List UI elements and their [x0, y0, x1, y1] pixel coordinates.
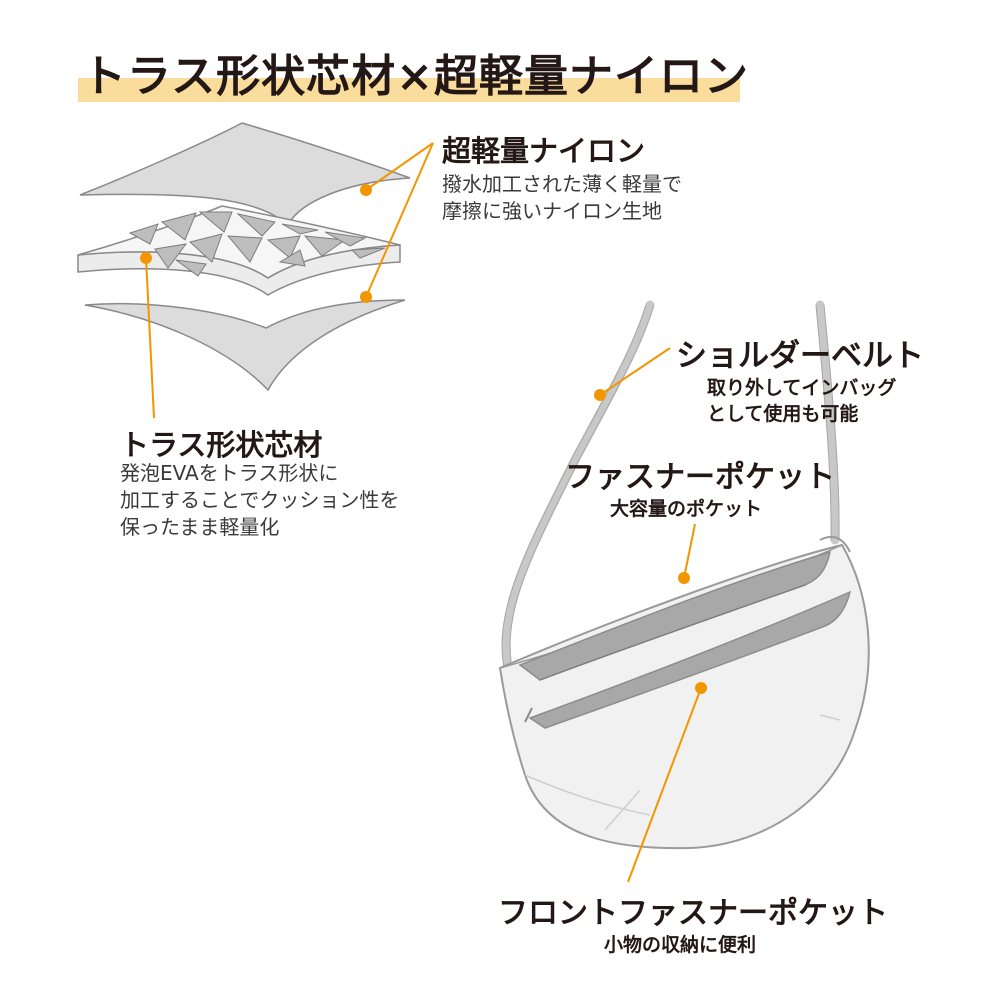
page-title: トラス形状芯材×超軽量ナイロン	[82, 51, 749, 102]
truss-core-layer	[77, 205, 401, 296]
shoulder-desc-line-1: 取り外してインバッグ	[707, 377, 897, 399]
nylon-desc-line-1: 撥水加工された薄く軽量で	[442, 172, 682, 196]
truss-heading: トラス形状芯材	[120, 428, 323, 462]
nylon-heading: 超軽量ナイロン	[442, 134, 646, 168]
marker-dot	[360, 291, 372, 303]
title-highlight	[78, 78, 740, 102]
nylon-desc-line-2: 摩擦に強いナイロン生地	[442, 199, 662, 223]
title-block: トラス形状芯材×超軽量ナイロン	[78, 38, 748, 102]
shoulder-heading: ショルダーベルト	[676, 338, 924, 374]
front-pocket-desc: 小物の収納に便利	[604, 934, 757, 956]
marker-dot	[594, 389, 606, 401]
front-pocket-heading: フロントファスナーポケット	[498, 896, 888, 931]
nylon-layer-top	[79, 122, 411, 227]
marker-dot	[678, 572, 690, 584]
nylon-layer-bottom	[84, 299, 406, 392]
truss-pattern	[128, 211, 386, 277]
shoulder-strap	[501, 300, 840, 690]
marker-dot	[140, 252, 152, 264]
shoulder-desc-line-2: として使用も可能	[707, 403, 859, 425]
front-zipper-pocket	[524, 590, 852, 729]
truss-desc-line-1: 発泡EVAをトラス形状に	[120, 461, 339, 485]
marker-dot	[695, 682, 707, 694]
truss-desc-line-2: 加工することでクッション性を	[120, 488, 400, 512]
leader-lines	[145, 142, 702, 883]
pocket-desc: 大容量のポケット	[610, 498, 763, 520]
pocket-heading: ファスナーポケット	[565, 460, 835, 495]
marker-dot	[360, 184, 372, 196]
strap-outline	[501, 304, 840, 686]
truss-desc-line-3: 保ったまま軽量化	[120, 515, 280, 539]
top-zipper-pocket	[518, 550, 832, 681]
leader-dots	[140, 184, 707, 694]
